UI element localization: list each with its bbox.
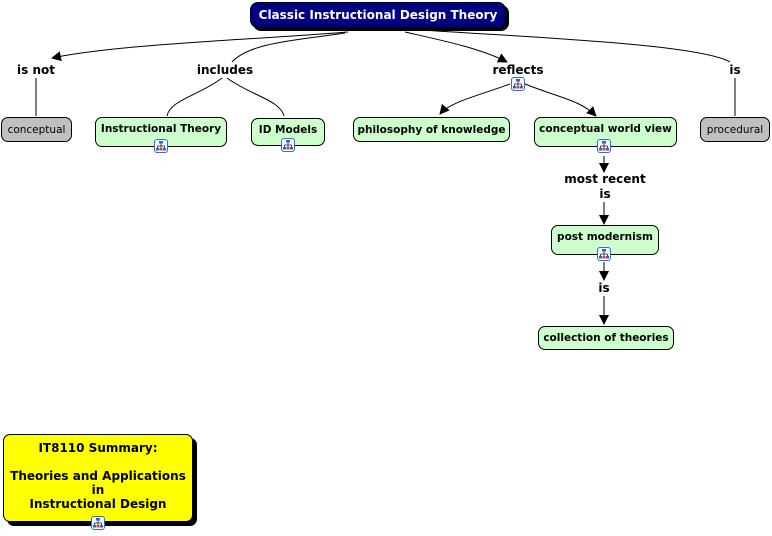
resource-map-icon[interactable] [597, 139, 611, 153]
linking-phrase-reflects[interactable]: reflects [492, 63, 544, 77]
link-root-reflects [404, 31, 508, 63]
link-root-is [419, 29, 731, 63]
concept-philosophy-of-knowledge[interactable]: philosophy of knowledge [353, 117, 510, 142]
linking-phrase-includes[interactable]: includes [196, 63, 254, 77]
resource-map-icon[interactable] [597, 247, 611, 261]
link-includes-it [166, 77, 223, 117]
concept-instructional-theory[interactable]: Instructional Theory [95, 117, 227, 147]
link-reflects-philosophy [439, 83, 511, 115]
linking-phrase-is-2[interactable]: is [598, 281, 610, 295]
resource-map-icon[interactable] [91, 516, 105, 530]
concept-conceptual[interactable]: conceptual [1, 117, 72, 142]
resource-map-icon[interactable] [281, 138, 295, 152]
concept-collection-of-theories[interactable]: collection of theories [538, 326, 674, 350]
linking-phrase-is[interactable]: is [729, 63, 741, 77]
linking-phrase-most-recent-is[interactable]: most recent is [564, 172, 646, 201]
concept-post-modernism[interactable]: post modernism [551, 225, 659, 255]
resource-map-icon[interactable] [511, 77, 525, 91]
link-includes-idm [226, 77, 285, 117]
link-root-isnot [51, 31, 349, 62]
root-concept[interactable]: Classic Instructional Design Theory [250, 2, 506, 28]
resource-map-icon[interactable] [154, 139, 168, 153]
linking-phrase-is-not[interactable]: is not [17, 63, 55, 77]
concept-conceptual-world-view[interactable]: conceptual world view [534, 117, 677, 147]
concept-procedural[interactable]: procedural [700, 117, 770, 142]
link-root-includes [231, 32, 346, 63]
link-reflects-worldview [524, 83, 597, 117]
summary-concept[interactable]: IT8110 Summary: Theories and Application… [3, 434, 193, 522]
